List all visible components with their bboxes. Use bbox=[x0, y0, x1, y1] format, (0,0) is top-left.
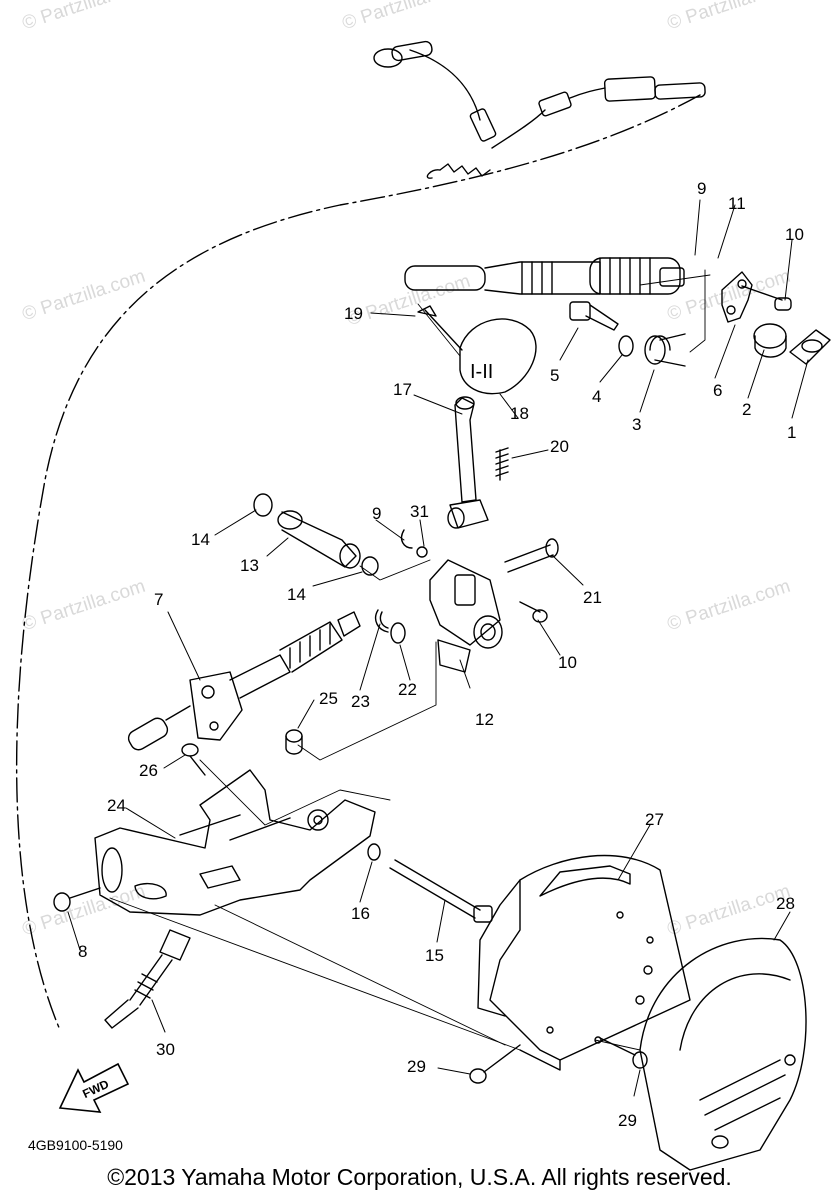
bolt-25 bbox=[285, 729, 303, 755]
cover-27 bbox=[477, 854, 691, 1071]
adjuster-30 bbox=[104, 929, 191, 1029]
o-ring-14a bbox=[253, 493, 273, 517]
callout-8: 8 bbox=[78, 942, 88, 961]
callout-12: 12 bbox=[475, 710, 494, 729]
bolt-5 bbox=[569, 301, 619, 331]
upper-shift-cable bbox=[404, 257, 685, 295]
diagram-code: 4GB9100-5190 bbox=[28, 1137, 123, 1153]
washer-22 bbox=[390, 622, 406, 644]
washer-16 bbox=[367, 843, 381, 861]
callout-21: 21 bbox=[583, 588, 602, 607]
callout-29a: 29 bbox=[407, 1057, 426, 1076]
callout-10b: 10 bbox=[558, 653, 577, 672]
shift-arm-bracket bbox=[721, 271, 831, 365]
spring-20 bbox=[495, 447, 509, 481]
bolt-26 bbox=[181, 743, 206, 776]
shift-lever-17 bbox=[447, 396, 489, 529]
long-bolt-15 bbox=[389, 859, 493, 923]
bolt-29-right bbox=[599, 1037, 648, 1069]
callout-22: 22 bbox=[398, 680, 417, 699]
callout-5: 5 bbox=[550, 366, 560, 385]
callout-11: 11 bbox=[728, 194, 746, 213]
callout-14b: 14 bbox=[287, 585, 306, 604]
fwd-arrow-icon bbox=[58, 1062, 130, 1113]
callout-19: 19 bbox=[344, 304, 363, 323]
callout-1: 1 bbox=[787, 423, 797, 442]
lower-shift-cable-7 bbox=[127, 611, 361, 751]
callout-2: 2 bbox=[742, 400, 752, 419]
bolt-10-mid bbox=[519, 601, 548, 623]
leader-lines bbox=[67, 199, 809, 1097]
callout-4: 4 bbox=[592, 387, 602, 406]
spring-3 bbox=[644, 333, 686, 367]
bolt-29-left bbox=[469, 1044, 521, 1084]
o-ring-14b bbox=[361, 556, 379, 576]
collar-13 bbox=[277, 510, 361, 569]
callout-25: 25 bbox=[319, 689, 338, 708]
callout-18: 18 bbox=[510, 404, 529, 423]
cotter-pin-23 bbox=[374, 609, 389, 633]
callout-13: 13 bbox=[240, 556, 259, 575]
lever-bracket-12 bbox=[429, 559, 503, 673]
shift-knob-18: I-II bbox=[417, 305, 537, 395]
callout-6: 6 bbox=[713, 381, 723, 400]
callout-20: 20 bbox=[550, 437, 569, 456]
top-cable-assembly bbox=[373, 40, 706, 179]
callout-24: 24 bbox=[107, 796, 126, 815]
callout-29b: 29 bbox=[618, 1111, 637, 1130]
washer-31 bbox=[416, 546, 428, 558]
bolt-8 bbox=[53, 887, 101, 912]
callout-15: 15 bbox=[425, 946, 444, 965]
callout-30: 30 bbox=[156, 1040, 175, 1059]
callout-9a: 9 bbox=[697, 179, 707, 198]
svg-text:I-II: I-II bbox=[470, 361, 493, 383]
callout-16: 16 bbox=[351, 904, 370, 923]
cotter-pin-9 bbox=[400, 529, 413, 549]
callout-14a: 14 bbox=[191, 530, 210, 549]
callout-23: 23 bbox=[351, 692, 370, 711]
callout-9b: 9 bbox=[372, 504, 382, 523]
callout-3: 3 bbox=[632, 415, 642, 434]
bolt-21 bbox=[504, 538, 559, 573]
callout-7: 7 bbox=[154, 590, 164, 609]
mounting-bracket-24 bbox=[94, 769, 376, 916]
callout-28: 28 bbox=[776, 894, 795, 913]
callout-31: 31 bbox=[410, 502, 429, 521]
cover-28 bbox=[639, 937, 807, 1171]
copyright-notice: ©2013 Yamaha Motor Corporation, U.S.A. A… bbox=[107, 1164, 732, 1190]
callout-10a: 10 bbox=[785, 225, 804, 244]
callout-17: 17 bbox=[393, 380, 412, 399]
washer-4 bbox=[618, 335, 634, 357]
reference-lines bbox=[109, 269, 711, 1051]
cable-routing-line bbox=[15, 94, 701, 1031]
callout-26: 26 bbox=[139, 761, 158, 780]
callout-27: 27 bbox=[645, 810, 664, 829]
